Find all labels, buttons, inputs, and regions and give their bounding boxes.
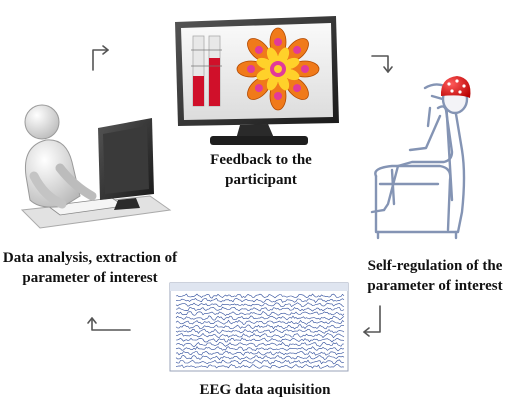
- eeg-trace-line: [175, 306, 345, 312]
- eeg-trace-line: [175, 346, 345, 352]
- label-self-regulation-line-2: parameter of interest: [367, 278, 503, 294]
- arrow-selfregulation-to-eeg: [363, 305, 381, 337]
- eeg-trace-line: [175, 355, 345, 361]
- eeg-trace-line: [175, 350, 345, 356]
- participant-in-chair-icon: [370, 83, 469, 240]
- eeg-cap-icon: [440, 76, 471, 98]
- label-feedback: Feedback to the participant: [186, 150, 336, 190]
- eeg-signal-window-icon: [169, 282, 349, 372]
- mandala-feedback-icon: [236, 27, 320, 111]
- label-self-regulation: Self-regulation of the parameter of inte…: [352, 256, 518, 296]
- arrow-analysis-to-feedback: [92, 45, 109, 71]
- eeg-trace-line: [175, 315, 345, 321]
- label-data-analysis-line-2: parameter of interest: [22, 270, 158, 286]
- feedback-monitor-icon: [175, 16, 339, 145]
- eeg-trace-line: [175, 332, 345, 339]
- label-data-analysis: Data analysis, extraction of parameter o…: [2, 248, 178, 288]
- label-feedback-line-2: participant: [225, 172, 297, 188]
- eeg-trace-line: [175, 293, 345, 299]
- eeg-trace-line: [175, 310, 345, 317]
- eeg-trace-line: [175, 328, 345, 334]
- label-self-regulation-line-1: Self-regulation of the: [367, 258, 503, 274]
- arrow-feedback-to-selfregulation: [371, 55, 393, 73]
- eeg-trace-line: [175, 319, 345, 325]
- eeg-trace-line: [176, 297, 345, 303]
- eeg-trace-line: [175, 359, 345, 365]
- eeg-trace-line: [175, 337, 345, 343]
- label-data-analysis-line-1: Data analysis, extraction of: [2, 250, 178, 266]
- eeg-trace-line: [175, 364, 345, 369]
- eeg-trace-line: [175, 324, 345, 330]
- eeg-trace-line: [175, 302, 345, 308]
- arrow-eeg-to-analysis: [87, 317, 131, 331]
- feedback-bar-gauges: [191, 35, 222, 107]
- eeg-trace-line: [175, 342, 344, 347]
- label-eeg-acquisition: EEG data aquisition: [165, 380, 365, 400]
- eeg-traces: [175, 293, 345, 369]
- analyst-at-computer-icon: [20, 104, 172, 229]
- label-feedback-line-1: Feedback to the: [210, 152, 312, 168]
- label-eeg-acquisition-line-1: EEG data aquisition: [199, 382, 331, 398]
